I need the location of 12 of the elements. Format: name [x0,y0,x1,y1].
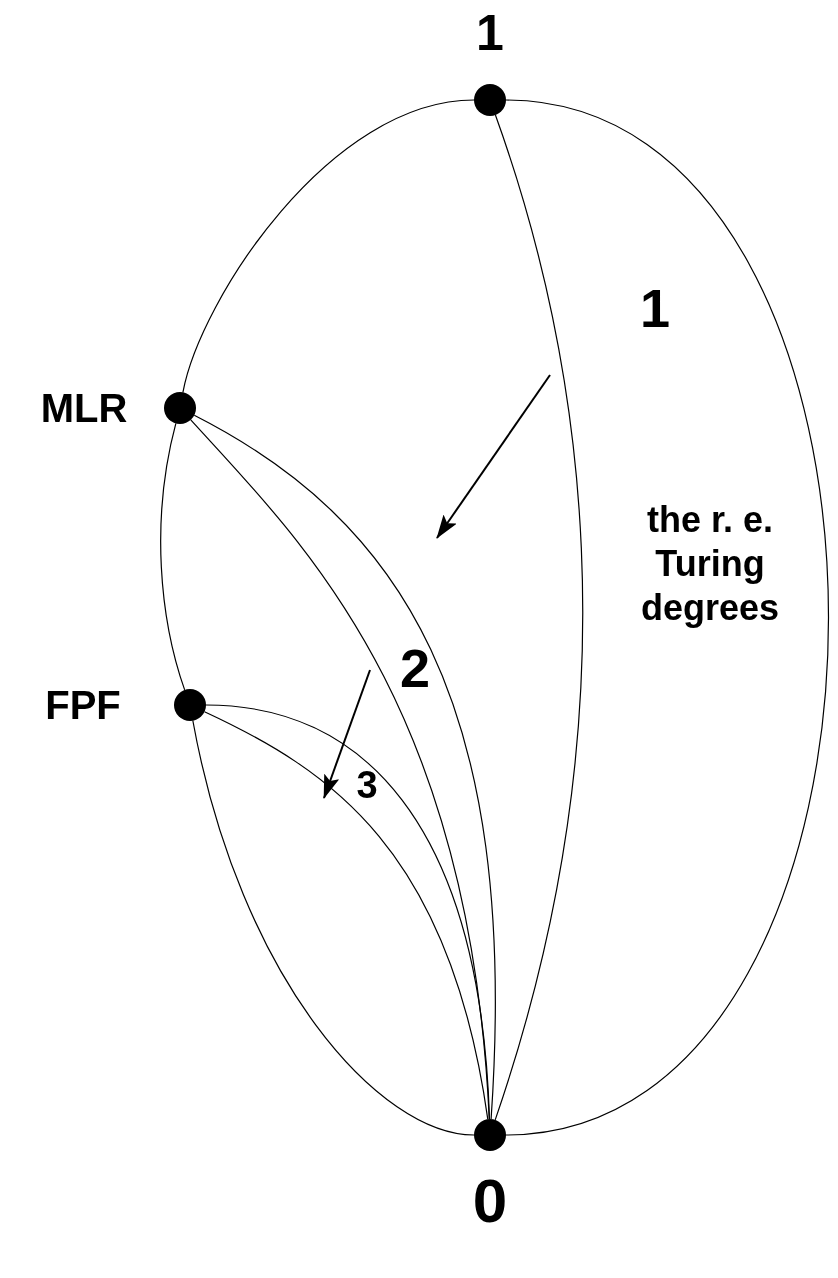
region-label: 3 [355,765,379,805]
connector-curve [160,422,186,691]
region-label: 1 [638,280,671,336]
region-label: the r. e. Turing degrees [639,498,781,630]
vertex-label: MLR [39,388,129,428]
vertex-label: 1 [475,8,505,58]
region-label: 2 [398,640,431,696]
connector-curve [505,99,830,1136]
connector-curve [494,114,584,1121]
vertex-label: 0 [471,1170,509,1232]
connector-curve [182,99,475,393]
vertex-label: FPF [44,685,122,725]
